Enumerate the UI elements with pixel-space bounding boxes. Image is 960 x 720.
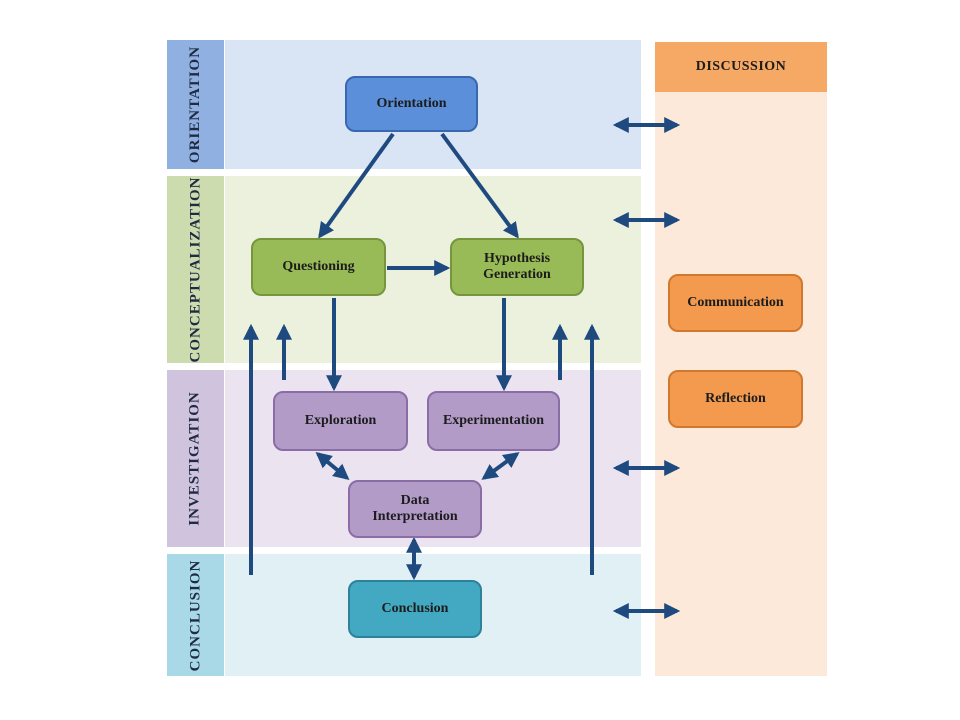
node-reflection: Reflection (668, 370, 803, 428)
arrow-orientation-to-questioning (318, 132, 395, 239)
node-questioning: Questioning (251, 238, 386, 296)
arrow-orientation-to-hypothesis (440, 132, 519, 239)
node-conclusion: Conclusion (348, 580, 482, 638)
discussion-header: DISCUSSION (655, 42, 827, 92)
discussion-panel (655, 42, 827, 676)
phase-tab-conceptualization: CONCEPTUALIZATION (167, 176, 224, 363)
node-communication: Communication (668, 274, 803, 332)
node-experimentation: Experimentation (427, 391, 560, 451)
discussion-title: DISCUSSION (695, 59, 787, 74)
phase-tab-investigation: INVESTIGATION (167, 370, 224, 547)
phase-tab-conclusion: CONCLUSION (167, 554, 224, 676)
node-exploration: Exploration (273, 391, 408, 451)
node-orientation: Orientation (345, 76, 478, 132)
node-data-interpretation: Data Interpretation (348, 480, 482, 538)
node-hypothesis-generation: Hypothesis Generation (450, 238, 584, 296)
arrow-exploration-data (315, 451, 350, 481)
arrow-experimentation-data (481, 452, 520, 480)
phase-tab-orientation: ORIENTATION (167, 40, 224, 169)
